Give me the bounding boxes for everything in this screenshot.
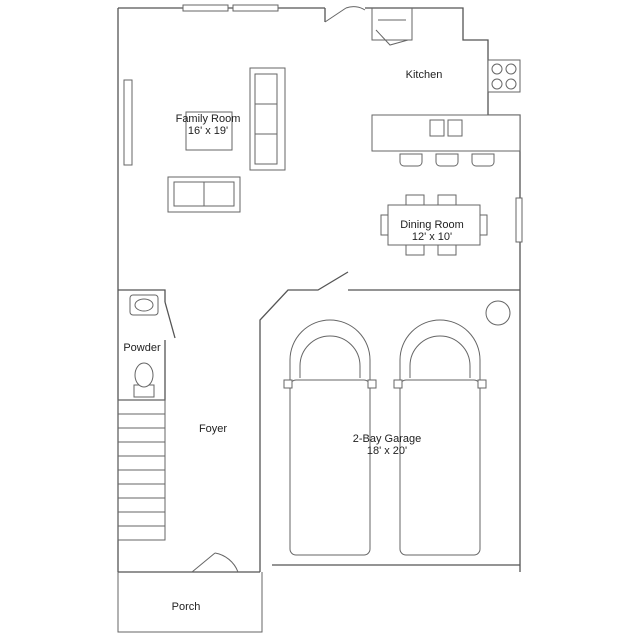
dining-room-name: Dining Room bbox=[400, 219, 464, 231]
room-labels: Family Room 16' x 19' Kitchen Dining Roo… bbox=[123, 69, 463, 613]
garage-name: 2-Bay Garage bbox=[353, 433, 421, 445]
family-room-furniture bbox=[167, 67, 286, 213]
porch-outline bbox=[117, 572, 263, 633]
porch-name: Porch bbox=[172, 601, 201, 613]
family-room-windows bbox=[182, 4, 279, 12]
car-right bbox=[393, 319, 487, 556]
dining-table bbox=[380, 194, 488, 256]
powder-name: Powder bbox=[123, 342, 161, 354]
side-window bbox=[123, 79, 133, 166]
powder-fixtures bbox=[129, 294, 159, 398]
kitchen-name: Kitchen bbox=[406, 69, 443, 81]
garage-fixtures bbox=[283, 300, 511, 556]
kitchen-fixtures bbox=[371, 8, 521, 167]
family-room-size: 16' x 19' bbox=[188, 125, 228, 137]
foyer-name: Foyer bbox=[199, 423, 227, 435]
dining-window bbox=[515, 197, 523, 243]
stairs bbox=[117, 399, 166, 541]
front-door bbox=[191, 552, 239, 573]
car-left bbox=[283, 319, 377, 556]
dining-room-size: 12' x 10' bbox=[412, 231, 452, 243]
family-room-name: Family Room bbox=[176, 113, 241, 125]
garage-size: 18' x 20' bbox=[367, 445, 407, 457]
rear-door bbox=[324, 6, 366, 23]
